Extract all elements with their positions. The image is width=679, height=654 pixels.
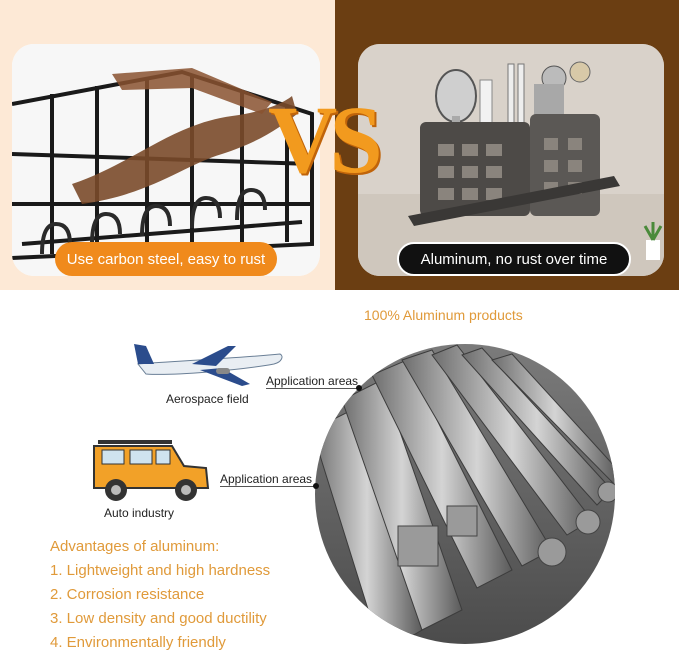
- rusty-rack-illustration: [12, 44, 320, 276]
- advantage-item: 3. Low density and good ductility: [50, 610, 267, 627]
- auto-industry-label: Auto industry: [104, 506, 175, 520]
- pointer-dot-aerospace: [356, 385, 362, 391]
- advantage-item: 1. Lightweight and high hardness: [50, 562, 271, 579]
- advantage-item: 2. Corrosion resistance: [50, 586, 205, 603]
- aerospace-field-label: Aerospace field: [166, 392, 249, 406]
- aluminum-bars-image: [315, 344, 615, 644]
- aluminum-caption: Aluminum, no rust over time: [397, 242, 631, 276]
- pointer-dot-auto: [313, 483, 319, 489]
- versus-label: VS: [268, 86, 383, 193]
- application-areas-label-auto: Application areas: [220, 472, 313, 486]
- pointer-line-aerospace: [266, 388, 358, 389]
- application-areas-label-aerospace: Application areas: [266, 374, 359, 388]
- airplane-icon: [134, 344, 283, 386]
- advantages-title: Advantages of aluminum:: [50, 538, 220, 555]
- aluminum-products-heading: 100% Aluminum products: [364, 307, 523, 323]
- rusty-rack-image: [12, 44, 320, 276]
- carbon-steel-caption: Use carbon steel, easy to rust: [55, 242, 277, 276]
- advantage-item: 4. Environmentally friendly: [50, 634, 226, 651]
- suv-car-icon: [93, 440, 210, 501]
- aluminum-holder-image: [358, 44, 664, 276]
- pointer-line-auto: [220, 486, 316, 487]
